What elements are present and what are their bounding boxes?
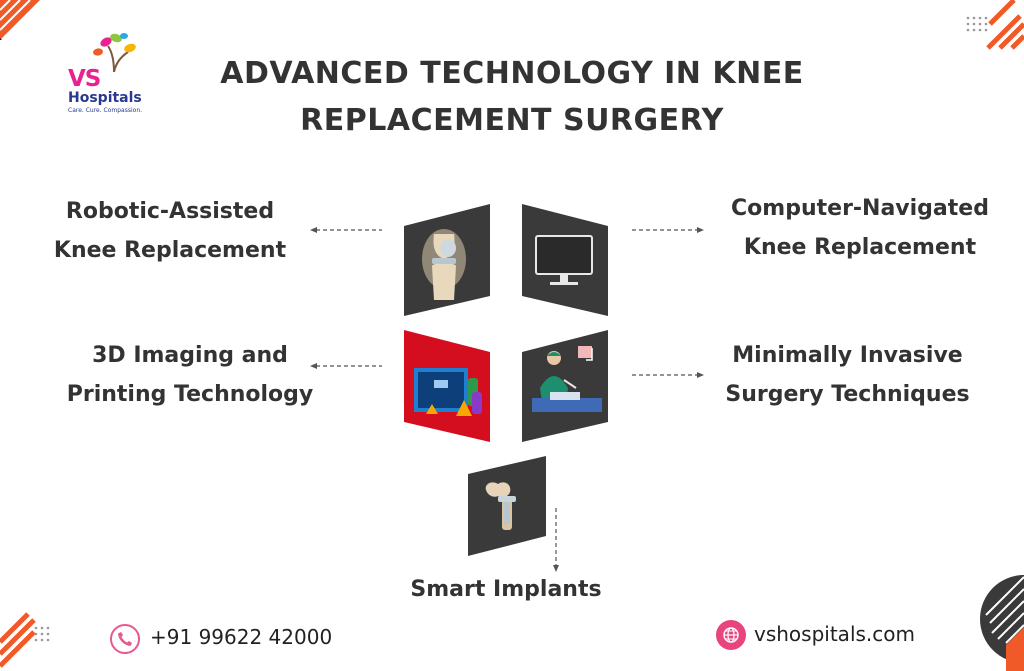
flower-icon <box>93 33 136 73</box>
arrow-right-computer <box>632 227 704 233</box>
arrow-left-imaging <box>310 363 382 369</box>
corner-decoration-bottom-left <box>0 612 50 668</box>
vs-hospitals-logo[interactable]: VS Hospitals Care. Cure. Compassion. <box>62 32 162 114</box>
3d-printer-icon <box>414 368 482 416</box>
knee-implant-icon <box>485 482 516 530</box>
page-title-line-2: REPLACEMENT SURGERY <box>300 103 724 138</box>
arrow-down-implants <box>553 508 559 572</box>
arrow-right-minimal <box>632 372 704 378</box>
logo-name: Hospitals <box>68 90 142 106</box>
3d-printer-tile <box>404 330 490 442</box>
phone-icon[interactable] <box>110 624 140 654</box>
globe-icon[interactable] <box>716 620 746 650</box>
corner-decoration-top-left <box>0 0 40 40</box>
corner-decoration-top-right <box>966 0 1024 50</box>
label-minimally-invasive: Minimally Invasive Surgery Techniques <box>725 343 970 407</box>
surgery-tile <box>522 330 608 442</box>
knee-xray-tile <box>404 204 490 316</box>
surgeon-icon <box>532 346 602 412</box>
smart-implant-tile <box>468 456 546 556</box>
label-smart-implants: Smart Implants <box>410 577 602 602</box>
logo-tagline: Care. Cure. Compassion. <box>68 107 143 114</box>
knee-joint-icon <box>422 229 466 300</box>
page-title-line-1: ADVANCED TECHNOLOGY IN KNEE <box>220 56 804 91</box>
label-computer-navigated: Computer-Navigated Knee Replacement <box>731 196 989 260</box>
phone-number[interactable]: +91 99622 42000 <box>150 625 333 649</box>
website-link[interactable]: vshospitals.com <box>754 622 915 646</box>
monitor-icon <box>535 235 593 285</box>
page-title: ADVANCED TECHNOLOGY IN KNEE REPLACEMENT … <box>180 50 844 144</box>
computer-monitor-tile <box>522 204 608 316</box>
arrow-left-robotic <box>310 227 382 233</box>
label-robotic-assisted: Robotic-Assisted Knee Replacement <box>53 199 287 263</box>
label-3d-imaging: 3D Imaging and Printing Technology <box>66 343 314 407</box>
logo-letters: VS <box>68 66 101 92</box>
corner-decoration-bottom-right <box>980 575 1024 671</box>
